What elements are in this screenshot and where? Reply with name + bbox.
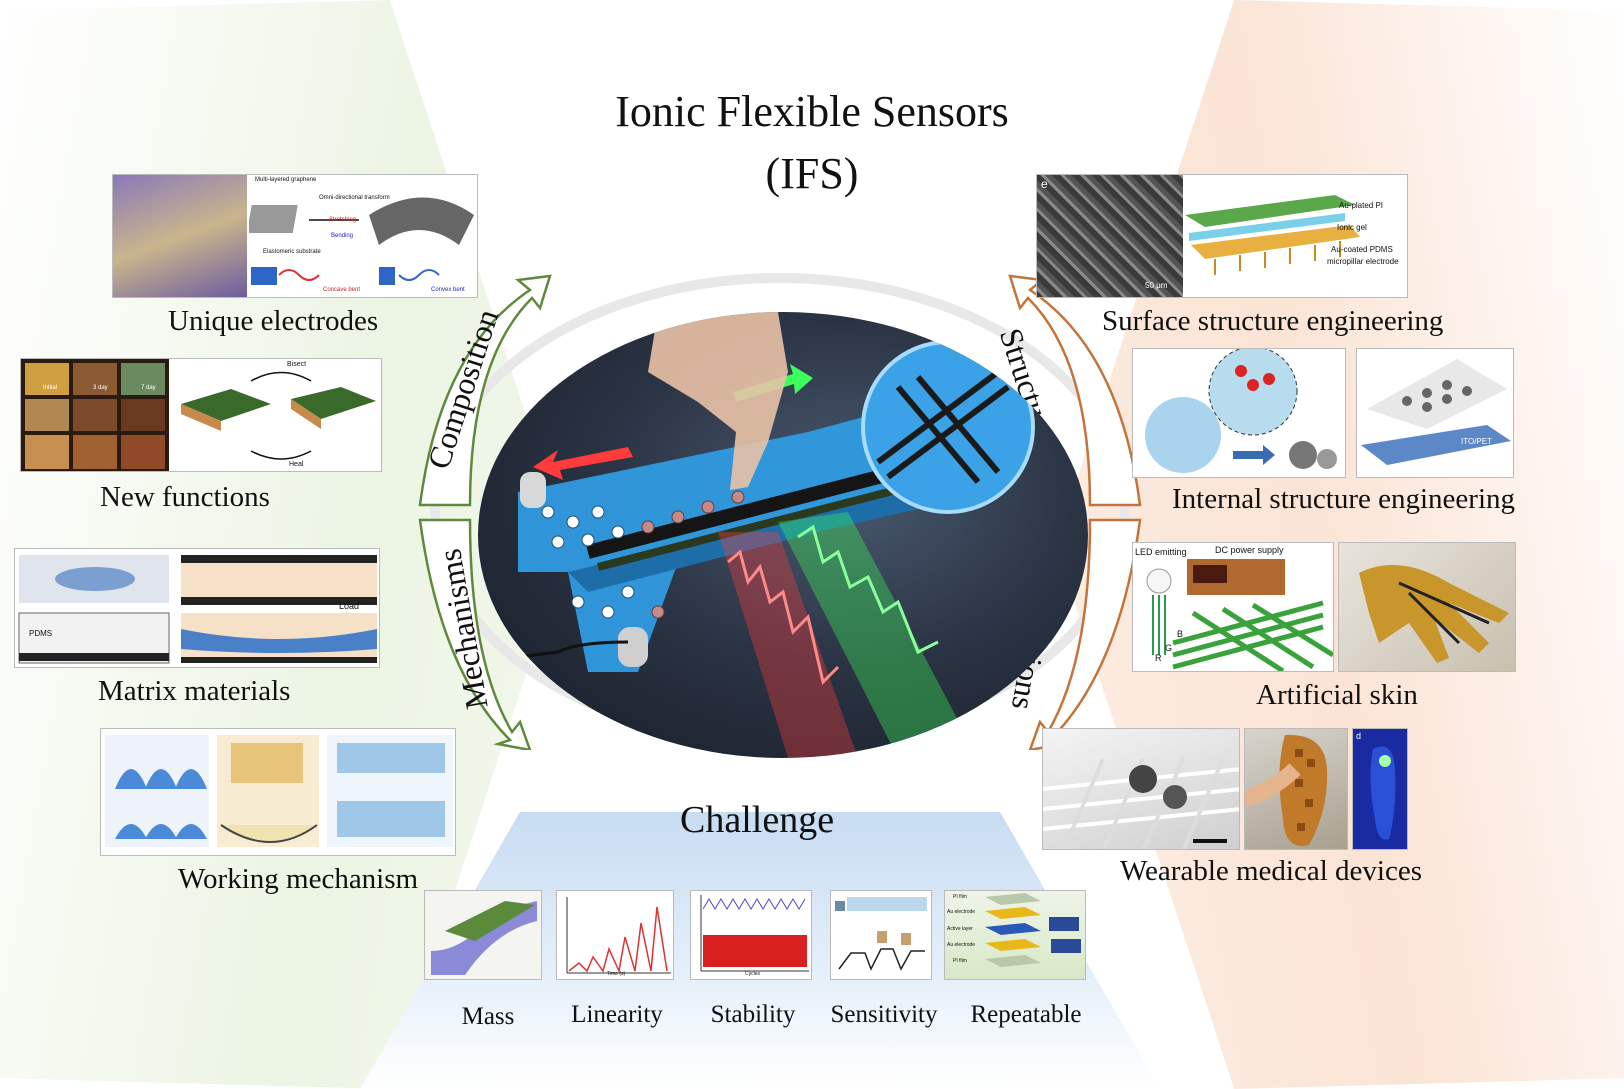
applications-arrow: [1028, 518, 1142, 750]
challenge-panel-repeatable: PI film Au electrode Active layer Au ele…: [944, 890, 1086, 980]
surf-label-scale: 50 μm: [1145, 281, 1168, 290]
label-artificial-skin: Artificial skin: [1256, 679, 1418, 711]
challenge-panel-mass: [424, 890, 542, 980]
challenge-item-repeatable: Repeatable: [970, 1001, 1082, 1028]
sem-image: [1037, 175, 1183, 297]
rep-label-au1: Au electrode: [947, 909, 976, 915]
electrode-diagram: [249, 197, 474, 285]
matrix-label-pdms: PDMS: [29, 629, 53, 638]
label-unique-electrodes: Unique electrodes: [168, 305, 379, 337]
rep-label-au2: Au electrode: [947, 942, 976, 948]
internal-structure-panel-a: [1132, 348, 1346, 478]
challenge-item-stability: Stability: [710, 1001, 796, 1028]
linearity-chart: [566, 897, 671, 974]
skin-label-led: LED emitting: [1135, 547, 1187, 557]
electrode-photo: [113, 175, 247, 297]
surface-structure-panel: e 50 μm Au-plated PI Ionic gel Au-coated…: [1036, 174, 1408, 298]
internal-dome-diagram: [1361, 359, 1511, 465]
matrix-materials-panel: PDMS Load: [14, 548, 380, 668]
surf-label-pi: Au-plated PI: [1339, 201, 1384, 210]
int-label-ppdl: PPDL: [1471, 455, 1492, 464]
label-internal-structure: Internal structure engineering: [1172, 483, 1516, 515]
sensitivity-chart: [835, 897, 927, 971]
challenge-title: Challenge: [680, 799, 835, 841]
challenge-item-linearity: Linearity: [571, 1001, 663, 1028]
ionic-sensor-drawing: [517, 312, 1035, 758]
title-line1: Ionic Flexible Sensors: [615, 87, 1009, 136]
label-surface-structure: Surface structure engineering: [1102, 305, 1444, 337]
electrode-text-substrate: Elastomeric substrate: [263, 249, 321, 255]
matrix-diagram: [18, 555, 377, 664]
insole-sensor-image: [1245, 734, 1328, 846]
electrode-text-stretch: Stretching: [329, 217, 357, 223]
robot-hand-image: [1359, 565, 1509, 663]
new-functions-grid: Initial 3 day 7 day: [21, 359, 169, 471]
electrode-text-omni: Omni-directional transform: [319, 195, 390, 201]
challenge-item-mass: Mass: [461, 1003, 515, 1030]
micropillar-diagram: [1185, 195, 1360, 275]
challenge-panel-stability: Cycles: [690, 890, 812, 980]
wearable-panel-a: [1042, 728, 1240, 850]
wear-label-d: d: [1356, 731, 1362, 741]
matrix-label-load: Load: [339, 601, 360, 611]
internal-molecule-diagram: [1145, 349, 1337, 473]
artificial-skin-panel-a: LED emitting DC power supply B G R: [1132, 542, 1334, 672]
surf-label-pillar: micropillar electrode: [1327, 257, 1399, 266]
label-working-mechanism: Working mechanism: [178, 863, 419, 895]
working-mechanism-panel: [100, 728, 456, 856]
mass-image: [431, 901, 537, 975]
center-device-illustration: [478, 312, 1088, 758]
nf-label-heal: Heal: [289, 461, 304, 468]
surf-label-e: e: [1041, 177, 1048, 191]
label-matrix-materials: Matrix materials: [98, 675, 291, 707]
challenge-panel-sensitivity: [830, 890, 932, 980]
structures-arrow: [1008, 274, 1142, 507]
surf-label-gel: Ionic gel: [1337, 223, 1367, 232]
electrode-text-convex: Convex bent: [431, 287, 465, 293]
artificial-skin-panel-b: [1338, 542, 1516, 672]
textile-sensor-image: [1043, 758, 1239, 849]
label-new-functions: New functions: [100, 481, 270, 513]
skin-label-dc: DC power supply: [1215, 545, 1284, 555]
electrode-text-concave: Concave bent: [323, 287, 361, 293]
stability-xlabel: Cycles: [745, 971, 761, 977]
mechanism-diagram: [105, 735, 453, 847]
wearable-panel-b: [1244, 728, 1348, 850]
led-circuit-diagram: [1146, 559, 1333, 671]
rep-label-pi2: PI film: [953, 958, 967, 964]
new-functions-panel: Initial 3 day 7 day Bisect Heal: [20, 358, 382, 472]
nf-label-7day: 7 day: [141, 385, 156, 391]
skin-label-r: R: [1155, 653, 1162, 663]
challenge-panel-linearity: Time (s): [556, 890, 674, 980]
nf-label-3day: 3 day: [93, 385, 108, 391]
skin-label-b: B: [1177, 629, 1184, 639]
surf-label-pdms: Au-coated PDMS: [1331, 245, 1393, 254]
electrode-text-graphene: Multi-layered graphene: [255, 177, 317, 183]
int-label-ito: ITO/PET: [1461, 437, 1492, 446]
stability-chart: [700, 895, 809, 972]
linearity-xlabel: Time (s): [607, 971, 626, 977]
skin-label-g: G: [1165, 643, 1173, 653]
composition-arrow: [418, 274, 552, 507]
title-line2: (IFS): [765, 149, 859, 198]
self-healing-diagram: [181, 371, 376, 460]
nf-label-bisect: Bisect: [287, 361, 307, 368]
mechanisms-arrow: [418, 518, 532, 750]
internal-structure-panel-b: ITO/PET PPDL: [1356, 348, 1514, 478]
label-wearable: Wearable medical devices: [1120, 855, 1422, 887]
challenge-item-sensitivity: Sensitivity: [830, 1001, 938, 1028]
pressure-map-image: [1370, 746, 1396, 840]
repeatable-diagram: [985, 893, 1081, 967]
rep-label-active: Active layer: [947, 926, 973, 932]
unique-electrodes-panel: Multi-layered graphene Omni-directional …: [112, 174, 478, 298]
rep-label-pi1: PI film: [953, 894, 967, 900]
nf-label-initial: Initial: [43, 385, 58, 391]
wearable-panel-c: d: [1352, 728, 1408, 850]
electrode-text-bend: Bending: [331, 233, 354, 239]
